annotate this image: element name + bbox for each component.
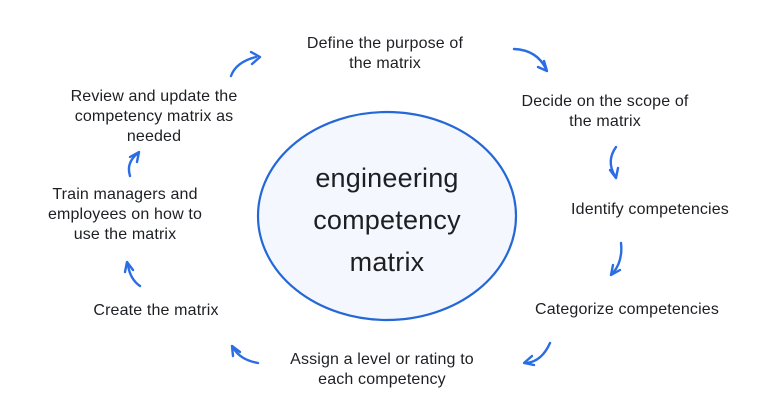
curved-arrow-create-to-train-icon (123, 260, 142, 288)
step-define-purpose: Define the purpose of the matrix (260, 34, 510, 74)
center-title: engineering competency matrix (257, 116, 517, 324)
step-assign-level: Assign a level or rating to each compete… (257, 350, 507, 390)
step-line: Assign a level or rating to (290, 351, 474, 368)
step-line: each competency (318, 371, 446, 388)
step-line: the matrix (349, 55, 421, 72)
step-decide-scope: Decide on the scope of the matrix (480, 92, 730, 132)
step-line: Train managers and (52, 186, 198, 203)
step-line: the matrix (569, 113, 641, 130)
step-identify-competencies: Identify competencies (525, 200, 768, 220)
step-categorize-competencies: Categorize competencies (502, 300, 752, 320)
step-create-matrix: Create the matrix (31, 301, 281, 321)
step-line: Identify competencies (571, 201, 729, 218)
curved-arrow-assign-to-create-icon (230, 344, 260, 365)
curved-arrow-define-to-decide-icon (512, 47, 549, 73)
step-line: competency matrix as (74, 108, 234, 125)
center-title-line: matrix (349, 247, 425, 277)
curved-arrow-identify-to-categorize-icon (609, 241, 623, 277)
step-train-managers: Train managers and employees on how to u… (0, 185, 250, 245)
step-line: Define the purpose of (306, 35, 464, 52)
curved-arrow-review-to-define-icon (229, 50, 262, 78)
step-review-update: Review and update the competency matrix … (29, 87, 279, 147)
center-title-line: competency (313, 205, 461, 235)
step-line: use the matrix (73, 226, 177, 243)
step-line: needed (126, 128, 182, 145)
curved-arrow-categorize-to-assign-icon (522, 341, 552, 367)
step-line: Decide on the scope of (521, 93, 689, 110)
curved-arrow-train-to-review-icon (127, 150, 141, 178)
step-line: Create the matrix (93, 302, 219, 319)
step-line: employees on how to (47, 206, 203, 223)
center-title-line: engineering (315, 163, 459, 193)
step-line: Categorize competencies (535, 301, 719, 318)
curved-arrow-decide-to-identify-icon (608, 145, 620, 180)
step-line: Review and update the (70, 88, 238, 105)
center-ellipse (256, 110, 518, 322)
